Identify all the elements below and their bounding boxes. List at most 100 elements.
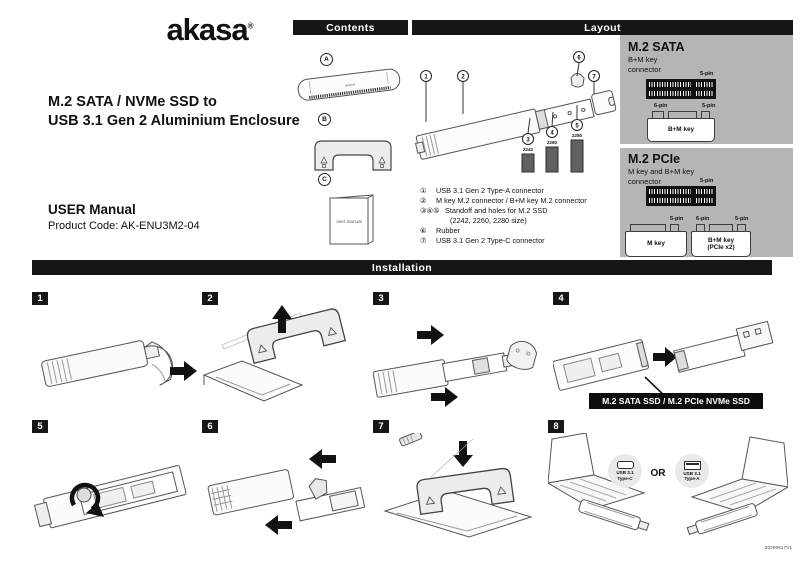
pcie-card1-pin: 5-pin [670, 216, 684, 222]
callout-5: 5 [575, 123, 579, 129]
install-step-2: 2 [202, 292, 370, 414]
usb-typec-port-icon [616, 461, 634, 469]
usb-typea-text: USB 3.1 Type-A [683, 471, 700, 482]
legend-item: (2242, 2260, 2280 size) [450, 216, 618, 226]
enclosure-print: akasa [345, 82, 355, 87]
callout-1: 1 [424, 74, 428, 80]
usb-typec-text: USB 3.1 Type-C [616, 470, 633, 481]
legend-text: Rubber [436, 225, 460, 235]
pcie-card2-pin-left: 6-pin [696, 216, 710, 222]
legend-bullet: ① [420, 186, 427, 195]
bracket-illustration [314, 140, 392, 171]
usb-typea-line2: Type-A [684, 476, 700, 481]
booklet-illustration: user manual [329, 194, 374, 245]
product-code: Product Code: AK-ENU3M2-04 [48, 220, 200, 232]
version-code: 20200617V1 [764, 546, 792, 551]
contents-item-c-label: C [318, 173, 331, 186]
m2-pcie-panel: M.2 PCIe M key and B+M key connector 5-p… [620, 148, 793, 257]
title-line-1: M.2 SATA / NVMe SSD to [48, 94, 217, 110]
legend-text: M key M.2 connector / B+M key M.2 connec… [436, 195, 587, 205]
pcie-pin-top: 5-pin [700, 178, 714, 184]
step-3-illustration [373, 325, 538, 407]
install-step-3: 3 [373, 292, 545, 414]
brand-logo: akasa® [120, 12, 300, 48]
step-4-illustration [553, 320, 774, 403]
size-2242: 2242 [523, 147, 534, 152]
legend-item: ⑥ Rubber [420, 226, 618, 236]
size-2280: 2280 [572, 133, 583, 138]
usb-typec-line2: Type-C [617, 475, 633, 481]
rotate-arrowhead-icon [86, 503, 104, 517]
pcie-card2-label-2: (PCIe x2) [707, 244, 735, 251]
pcie-subtitle-2: connector [628, 176, 661, 186]
arrow-right-icon [653, 347, 677, 367]
arrow-right-icon [170, 361, 197, 381]
m2-sata-panel: M.2 SATA B+M key connector 5-pin 6-pin 5… [620, 35, 793, 144]
arrow-down-icon [453, 441, 473, 467]
pcie-bm-key-card: B+M key (PCIe x2) [691, 224, 751, 257]
step-6-number: 6 [202, 420, 218, 433]
install-step-5: 5 [32, 420, 197, 545]
registered-mark: ® [247, 21, 254, 31]
legend-bullet: ⑥ [420, 225, 427, 235]
step-4-number: 4 [553, 292, 569, 305]
size-bar-2260 [545, 146, 559, 173]
sata-pin-right: 5-pin [702, 103, 716, 109]
contents-item-b-label: B [318, 113, 331, 126]
contents-item-a-label: A [320, 53, 333, 66]
pcie-m-key-card: M key [625, 224, 687, 257]
legend-text: (2242, 2260, 2280 size) [450, 215, 527, 225]
layout-diagram: 1 2 3 4 5 6 7 2242 2260 2280 [414, 51, 617, 173]
legend-text: Standoff and holes for M.2 SSD [445, 205, 548, 215]
install-step-1: 1 [32, 292, 197, 414]
callout-4: 4 [550, 130, 554, 136]
pcie-subtitle: M key and B+M key connector [628, 167, 694, 187]
arrow-up-icon [272, 305, 292, 333]
sata-pin-top: 5-pin [700, 71, 714, 77]
sata-subtitle-1: B+M key [628, 55, 658, 64]
rubber-illustration [570, 73, 585, 88]
callout-7: 7 [592, 74, 596, 80]
sata-bm-key-card: B+M key [647, 111, 715, 142]
callout-6: 6 [577, 55, 581, 61]
callout-3: 3 [526, 137, 530, 143]
install-step-4: 4 M.2 SATA SSD / M.2 PCIe NVMe SSD [553, 292, 783, 420]
installation-header: Installation [32, 260, 772, 275]
legend-text: USB 3.1 Gen 2 Type-C connector [436, 235, 545, 245]
step-5-illustration [33, 465, 187, 529]
step-8-number: 8 [548, 420, 564, 433]
size-bar-2280 [570, 139, 584, 173]
step-7-number: 7 [373, 420, 389, 433]
install-step-7: 7 [373, 420, 545, 545]
arrow-left-icon [265, 515, 292, 535]
user-manual-label: USER Manual [48, 202, 136, 217]
legend-item: ⑦ USB 3.1 Gen 2 Type-C connector [420, 236, 618, 246]
step-2-illustration [202, 305, 347, 402]
title-line-2: USB 3.1 Gen 2 Aluminium Enclosure [48, 112, 300, 129]
sata-subtitle: B+M key connector [628, 55, 661, 75]
step-3-number: 3 [373, 292, 389, 305]
sata-card-label: B+M key [667, 126, 695, 134]
install-step-6: 6 [202, 420, 370, 545]
legend-bullet: ⑦ [420, 235, 427, 245]
usb-typea-line1: USB 3.1 [683, 470, 701, 476]
pcie-title: M.2 PCIe [628, 152, 681, 166]
step-7-illustration [383, 433, 533, 538]
page-title: M.2 SATA / NVMe SSD to USB 3.1 Gen 2 Alu… [48, 93, 300, 131]
callout-2: 2 [461, 74, 465, 80]
usb-typec-line1: USB 3.1 [616, 470, 634, 475]
layout-header: Layout [412, 20, 793, 35]
step-2-number: 2 [202, 292, 218, 305]
pcie-card2-pin-right: 5-pin [735, 216, 749, 222]
enclosure-illustration: akasa [297, 68, 401, 101]
brand-logo-text: akasa [166, 12, 248, 47]
install-step-8: 8 [548, 420, 788, 550]
pcie-subtitle-1: M key and B+M key [628, 167, 695, 176]
step-6-illustration [207, 449, 366, 535]
usb-typea-port-icon [683, 460, 701, 470]
step-8-illustration [548, 433, 788, 535]
